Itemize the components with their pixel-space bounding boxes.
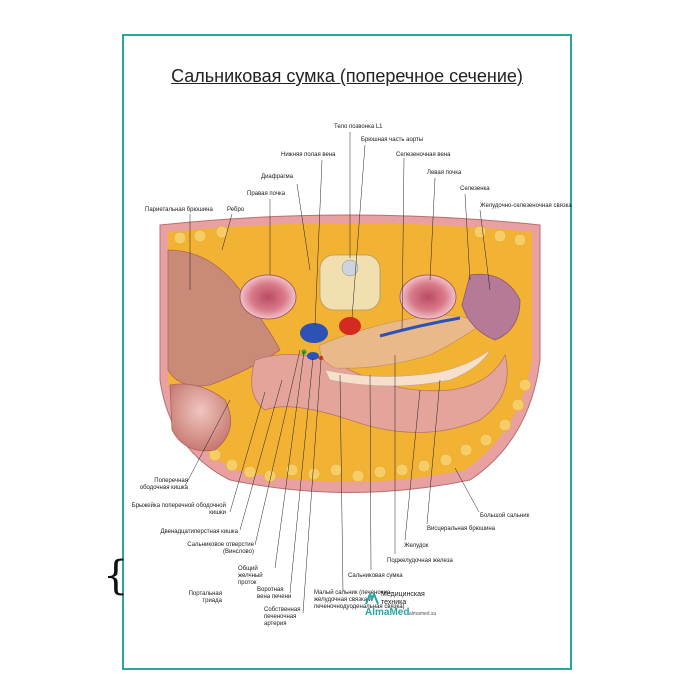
label-diaphragm: Диафрагма	[261, 174, 294, 180]
lesser-sac	[324, 349, 491, 387]
label-spleen: Селезенка	[460, 186, 490, 192]
label-greater-omentum: Большой сальник	[480, 513, 530, 519]
brand-name-line1: Медицинская	[381, 591, 425, 598]
label-vertebra: Тело позвонка L1	[334, 124, 383, 130]
almamed-mark-icon	[365, 593, 379, 605]
portal-triad-brace: {	[103, 553, 129, 599]
label-mesocolon: Брыжейка поперечной ободочной кишки	[131, 503, 226, 516]
label-right-kidney: Правая почка	[247, 191, 286, 197]
brand-logo-text: AlmaMed	[365, 607, 410, 618]
label-foramen: Сальниковое отверстие (Винслово)	[187, 542, 254, 555]
brand-name-line2: техника	[381, 599, 407, 606]
label-stomach: Желудок	[404, 543, 429, 549]
page-title: Сальниковая сумка (поперечное сечение)	[171, 66, 523, 86]
label-bile-duct: Общий желчный проток	[238, 566, 263, 586]
label-left-kidney: Левая почка	[427, 170, 462, 176]
pancreas-shape	[319, 314, 481, 369]
label-portal-vein: Воротная вена печени	[257, 587, 292, 600]
spleen-shape	[461, 273, 521, 341]
label-parietal: Париетальная брюшина	[145, 207, 213, 213]
label-transverse-colon: Поперечная ободочная кишка	[139, 478, 188, 491]
label-splenic-vein: Селезеночная вена	[396, 152, 451, 158]
brand-url: almamed.su	[409, 611, 437, 617]
label-aorta: Брюшная часть аорты	[361, 137, 424, 143]
label-pancreas: Поджелудочная железа	[387, 558, 453, 564]
stomach-shape	[251, 353, 508, 433]
label-ivc: Нижняя полая вена	[281, 152, 336, 158]
transverse-colon	[169, 383, 232, 452]
almamed-logo: Медицинская техника AlmaMed almamed.su	[365, 591, 455, 627]
label-duodenum: Двенадцатиперстная кишка	[160, 529, 238, 535]
label-bursa: Сальниковая сумка	[348, 573, 403, 579]
ivc-shape	[300, 323, 328, 343]
label-lesser-omentum: Малый сальник (печеночно-желудочная связ…	[314, 590, 405, 610]
aorta-shape	[339, 317, 361, 335]
label-visceral: Висцеральная брюшина	[427, 526, 496, 532]
label-hepatic-artery: Собственная печеночная артерия	[264, 607, 301, 627]
portal-vein-shape	[307, 352, 319, 360]
left-kidney-shape	[399, 274, 457, 320]
right-kidney-shape	[239, 274, 297, 320]
label-rib: Ребро	[227, 207, 245, 213]
brand-name: Медицинская техника	[381, 591, 425, 607]
label-portal-triad: Портальная триада	[188, 591, 222, 604]
label-gastrosplenic: Желудочно-селезеночная связка	[480, 203, 572, 209]
